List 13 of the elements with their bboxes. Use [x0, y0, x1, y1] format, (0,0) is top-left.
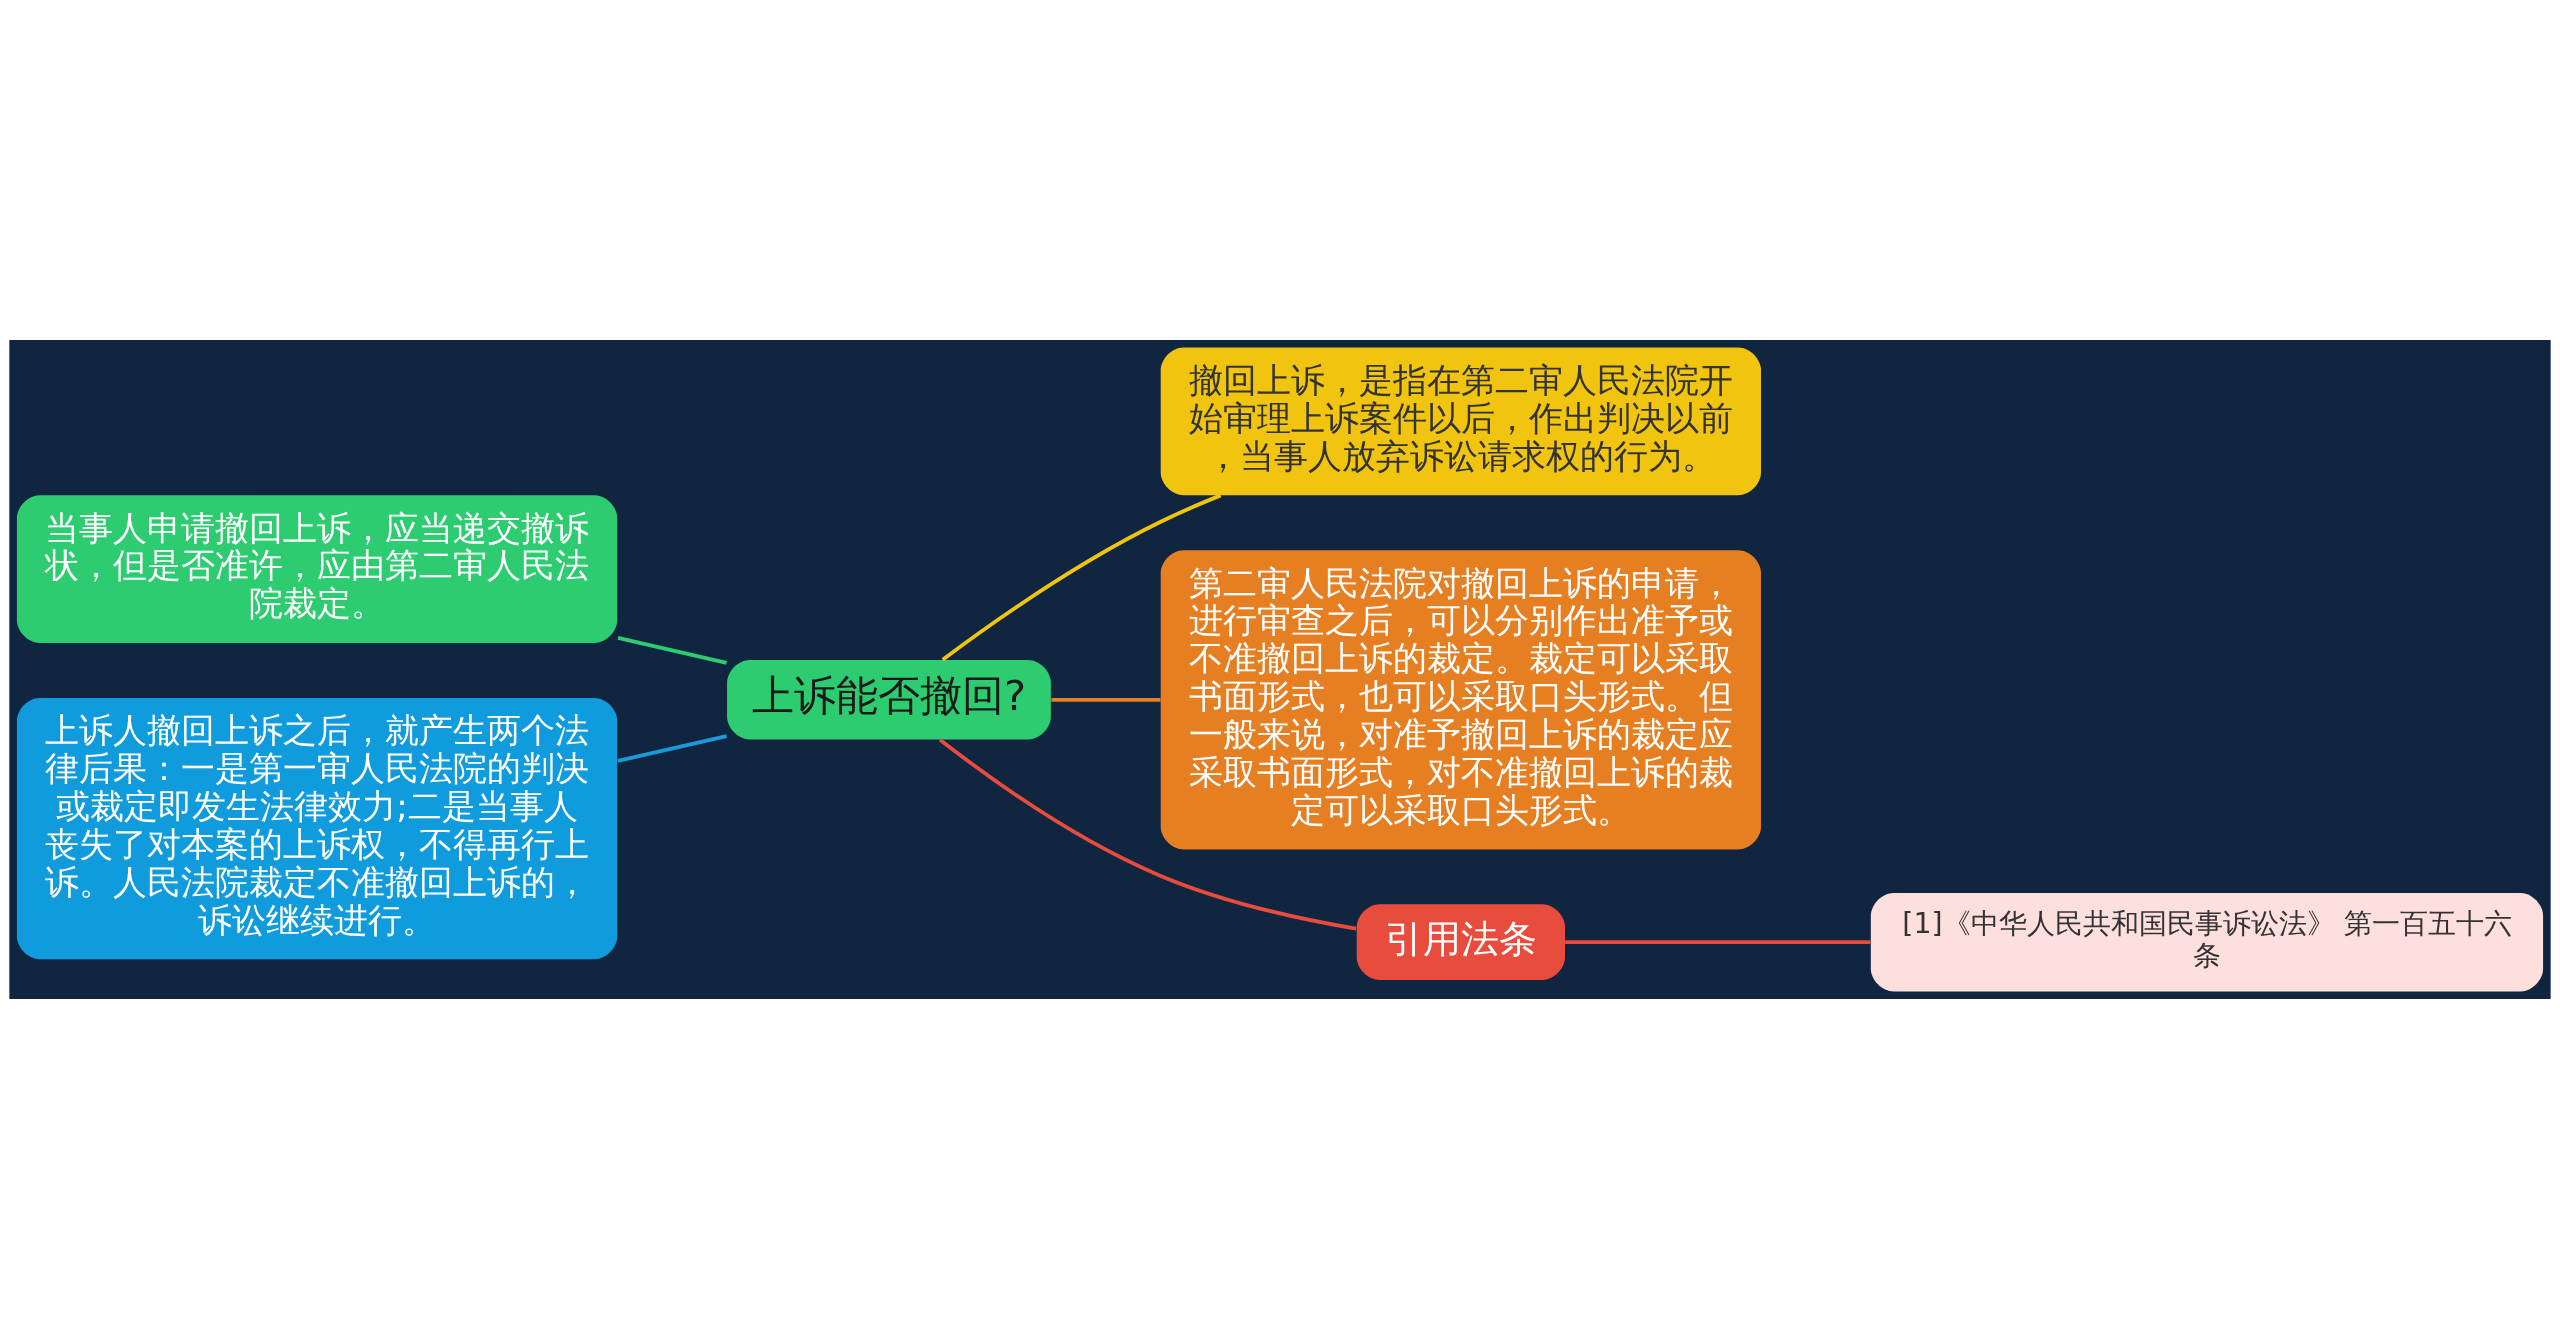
node-box: 上诉能否撤回?	[727, 660, 1051, 740]
connector	[1051, 697, 1161, 702]
connector	[941, 493, 1222, 662]
node-box: 引用法条	[1356, 904, 1565, 981]
connector	[617, 734, 728, 763]
node-box: 上诉人撤回上诉之后，就产生两个法律后果：一是第一审人民法院的判决或裁定即发生法律效力;二是当事人丧失了对本案的上诉权，不得再行上诉。人民法院裁定不准撤回上诉的，诉讼继续进行。	[16, 697, 618, 960]
node-box: [1]《中华人民共和国民事诉讼法》 第一百五十六条	[1870, 892, 2544, 992]
connector	[617, 636, 728, 665]
node-box: 第二审人民法院对撤回上诉的申请，进行审查之后，可以分别作出准予或不准撤回上诉的裁定。裁定可以采取书面形式，也可以采取口头形式。但一般来说，对准予撤回上诉的裁定应采取书面形式，对不准撤回上诉的裁定可以采取口头形式。	[1160, 550, 1761, 850]
node-box: 撤回上诉，是指在第二审人民法院开始审理上诉案件以后，作出判决以前，当事人放弃诉讼请求权的行为。	[1160, 347, 1761, 496]
connector	[938, 738, 1357, 931]
node-box: 当事人申请撤回上诉，应当递交撤诉状，但是否准许，应由第二审人民法院裁定。	[16, 495, 618, 643]
connector	[1565, 940, 1871, 945]
